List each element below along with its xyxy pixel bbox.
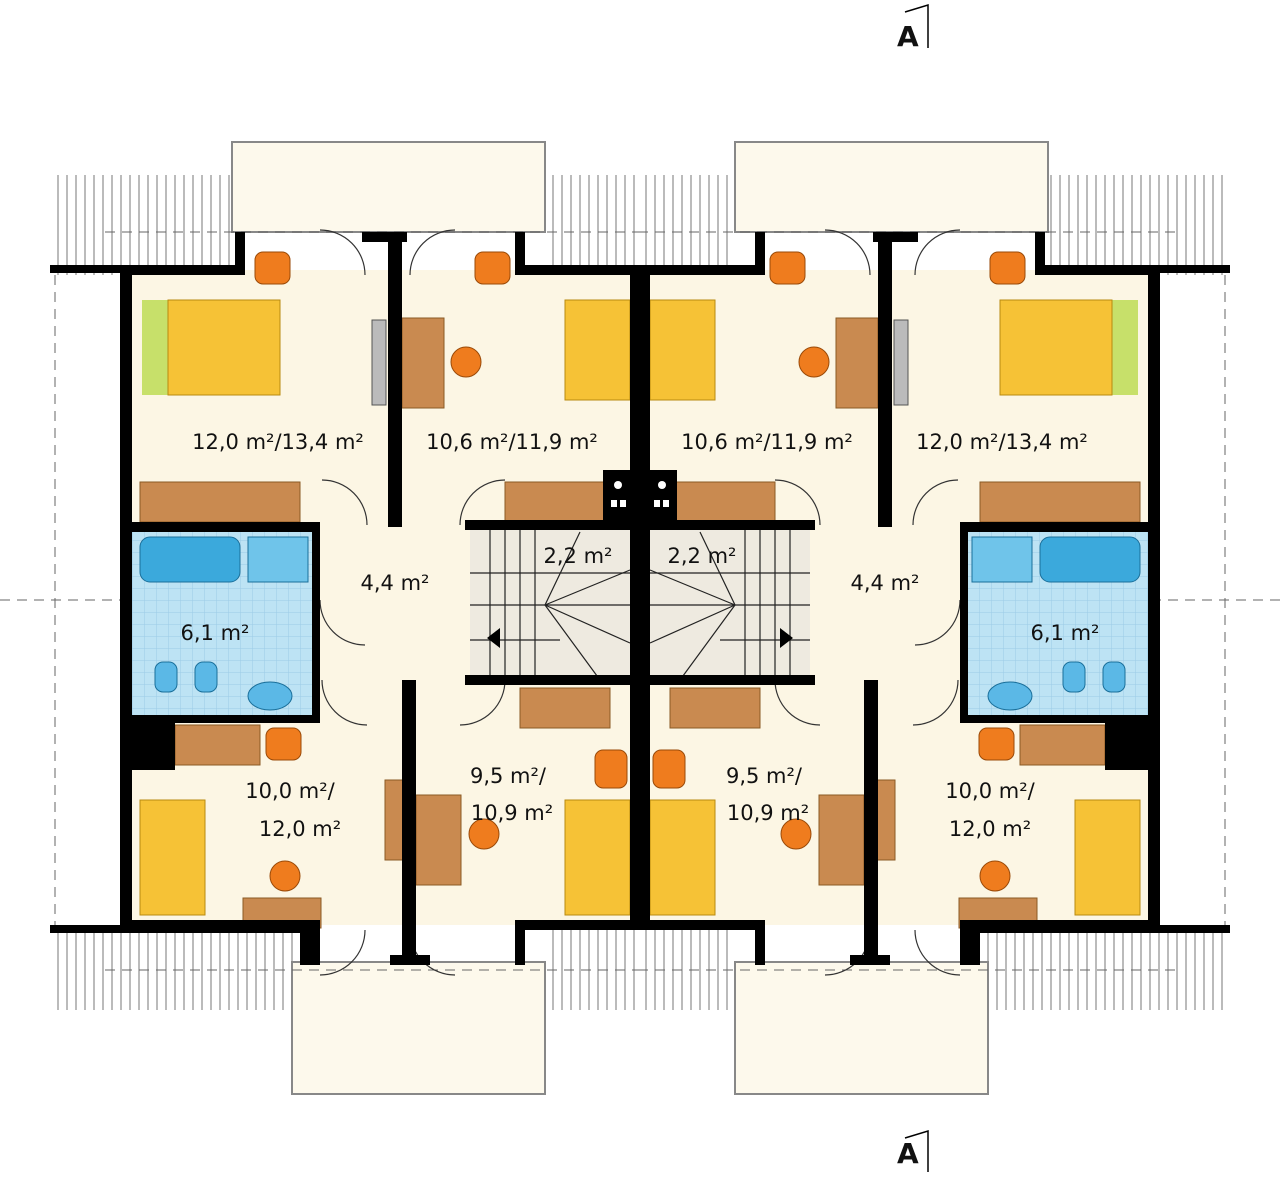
- room-area-label: 10,9 m²: [470, 801, 554, 825]
- room-area-label: 4,4 m²: [850, 571, 920, 595]
- room-area-label: 10,6 m²/11,9 m²: [681, 430, 853, 454]
- section-mark-line: [904, 3, 929, 1172]
- room-area-label: 10,0 m²/: [945, 779, 1035, 803]
- room-area-label: 12,0 m²: [258, 817, 342, 841]
- room-area-label: 12,0 m²/13,4 m²: [192, 430, 364, 454]
- room-area-label: 12,0 m²: [948, 817, 1032, 841]
- room-area-label: 6,1 m²: [1030, 621, 1100, 645]
- room-area-label: 10,6 m²/11,9 m²: [426, 430, 598, 454]
- room-area-label: 10,9 m²: [726, 801, 810, 825]
- right-unit: [629, 141, 1280, 1095]
- section-mark-top: A: [897, 20, 919, 53]
- room-area-label: 2,2 m²: [543, 544, 613, 568]
- room-area-label: 10,0 m²/: [245, 779, 335, 803]
- room-area-label: 9,5 m²/: [469, 764, 547, 788]
- left-unit: [0, 141, 651, 1095]
- room-area-label: 9,5 m²/: [725, 764, 803, 788]
- room-area-label: 12,0 m²/13,4 m²: [916, 430, 1088, 454]
- room-area-label: 4,4 m²: [360, 571, 430, 595]
- section-mark-bottom: A: [897, 1137, 919, 1170]
- room-area-label: 2,2 m²: [667, 544, 737, 568]
- room-area-label: 6,1 m²: [180, 621, 250, 645]
